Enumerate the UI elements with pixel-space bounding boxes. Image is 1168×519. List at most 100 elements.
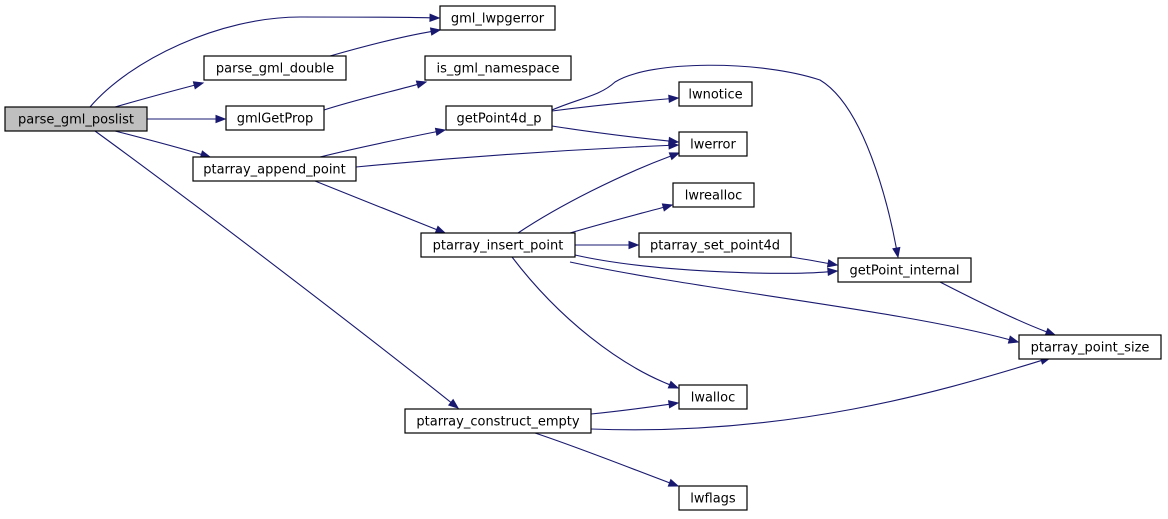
edge-line	[590, 360, 1042, 431]
edge-line	[569, 206, 664, 234]
edge-ptarray-construct-empty-to-lwflags	[534, 432, 680, 487]
edge-ptarray-insert-point-to-getpoint-internal	[574, 254, 839, 277]
node-ptarray-insert-point[interactable]: ptarray_insert_point	[420, 232, 576, 258]
edge-line	[114, 130, 202, 155]
node-label: parse_gml_poslist	[18, 113, 134, 128]
node-label: ptarray_insert_point	[433, 239, 564, 254]
node-box	[439, 5, 556, 31]
node-label: ptarray_construct_empty	[416, 415, 579, 430]
edge-parse-gml-poslist-to-ptarray-append-point	[114, 130, 212, 159]
arrowhead	[628, 240, 640, 250]
arrowhead	[1007, 335, 1020, 344]
node-label: ptarray_point_size	[1031, 341, 1150, 356]
arrowhead	[661, 203, 674, 212]
node-label: lwrealloc	[685, 189, 743, 204]
node-is-gml-namespace[interactable]: is_gml_namespace	[424, 55, 572, 81]
node-gml-lwpgerror[interactable]: gml_lwpgerror	[439, 5, 556, 31]
edge-line	[551, 98, 670, 112]
node-box	[678, 485, 748, 511]
arrowhead	[827, 267, 839, 277]
node-box	[678, 131, 748, 157]
arrowhead	[434, 225, 447, 234]
arrowhead	[1044, 327, 1057, 336]
edge-line	[590, 403, 670, 415]
edge-ptarray-insert-point-to-lwalloc	[511, 256, 680, 389]
edge-ptarray-construct-empty-to-lwalloc	[590, 400, 680, 415]
node-getpoint4d-p[interactable]: getPoint4d_p	[445, 105, 553, 131]
node-box	[424, 55, 572, 81]
arrowhead	[447, 398, 460, 409]
edge-line	[323, 83, 418, 111]
node-parse-gml-poslist[interactable]: parse_gml_poslist	[4, 106, 148, 132]
edge-line	[355, 144, 670, 168]
node-box	[192, 156, 357, 182]
edge-getpoint4d-p-to-getpoint-internal	[551, 64, 901, 259]
node-ptarray-append-point[interactable]: ptarray_append_point	[192, 156, 357, 182]
edge-ptarray-insert-point-to-ptarray-point-size	[569, 261, 1020, 344]
node-box	[672, 182, 755, 208]
node-lwerror[interactable]: lwerror	[678, 131, 748, 157]
node-label: is_gml_namespace	[437, 62, 560, 77]
arrowhead	[429, 13, 441, 22]
edge-parse-gml-double-to-gml-lwpgerror	[329, 27, 442, 57]
node-label: ptarray_append_point	[203, 163, 346, 178]
node-label: lwflags	[690, 492, 736, 507]
node-lwrealloc[interactable]: lwrealloc	[672, 182, 755, 208]
edge-ptarray-append-point-to-getpoint4d-p	[319, 127, 447, 158]
edge-getpoint4d-p-to-lwnotice	[551, 94, 680, 112]
edge-line	[574, 254, 829, 274]
edge-ptarray-insert-point-to-lwerror	[517, 152, 681, 234]
edge-line	[551, 125, 670, 142]
node-getpoint-internal[interactable]: getPoint_internal	[837, 257, 972, 283]
node-lwalloc[interactable]: lwalloc	[678, 384, 748, 410]
edge-ptarray-insert-point-to-ptarray-set-point4d	[575, 240, 640, 250]
edge-line	[89, 16, 431, 108]
node-gmlgetprop[interactable]: gmlGetProp	[225, 105, 325, 131]
edge-line	[534, 432, 670, 484]
node-label: lwalloc	[691, 391, 736, 406]
node-box	[638, 232, 792, 258]
arrowhead	[667, 400, 680, 409]
node-label: gmlGetProp	[237, 112, 314, 127]
edge-gmlgetprop-to-is-gml-namespace	[323, 80, 428, 111]
arrowhead	[668, 136, 680, 146]
node-box	[203, 55, 347, 81]
node-ptarray-set-point4d[interactable]: ptarray_set_point4d	[638, 232, 792, 258]
node-label: lwerror	[690, 138, 736, 153]
arrowhead	[192, 81, 205, 90]
arrowhead	[667, 380, 680, 389]
arrowhead	[415, 80, 428, 89]
arrowhead	[826, 259, 839, 268]
edge-line	[569, 261, 1010, 341]
edge-parse-gml-poslist-to-ptarray-construct-empty	[94, 130, 460, 409]
node-parse-gml-double[interactable]: parse_gml_double	[203, 55, 347, 81]
node-lwnotice[interactable]: lwnotice	[678, 81, 753, 107]
node-ptarray-point-size[interactable]: ptarray_point_size	[1018, 334, 1162, 360]
edge-ptarray-construct-empty-to-ptarray-point-size	[590, 356, 1052, 431]
node-box	[837, 257, 972, 283]
node-box	[4, 106, 148, 132]
node-label: lwnotice	[688, 88, 742, 103]
node-label: getPoint4d_p	[457, 112, 542, 127]
edge-parse-gml-poslist-to-gml-lwpgerror	[89, 13, 441, 108]
arrowhead	[668, 94, 680, 104]
arrowhead	[668, 152, 681, 161]
node-box	[678, 81, 753, 107]
arrowhead	[892, 246, 901, 259]
edge-line	[939, 281, 1047, 333]
node-box	[678, 384, 748, 410]
edge-getpoint4d-p-to-lwerror	[551, 125, 680, 146]
node-box	[1018, 334, 1162, 360]
arrowhead	[429, 27, 442, 36]
edge-line	[319, 131, 437, 158]
node-lwflags[interactable]: lwflags	[678, 485, 748, 511]
edge-parse-gml-poslist-to-gmlgetprop	[146, 114, 227, 124]
node-ptarray-construct-empty[interactable]: ptarray_construct_empty	[404, 408, 592, 434]
node-box	[445, 105, 553, 131]
edge-line	[789, 256, 829, 264]
node-box	[225, 105, 325, 131]
edge-ptarray-append-point-to-ptarray-insert-point	[314, 180, 447, 234]
edge-ptarray-insert-point-to-lwrealloc	[569, 203, 674, 234]
arrowhead	[215, 114, 227, 124]
